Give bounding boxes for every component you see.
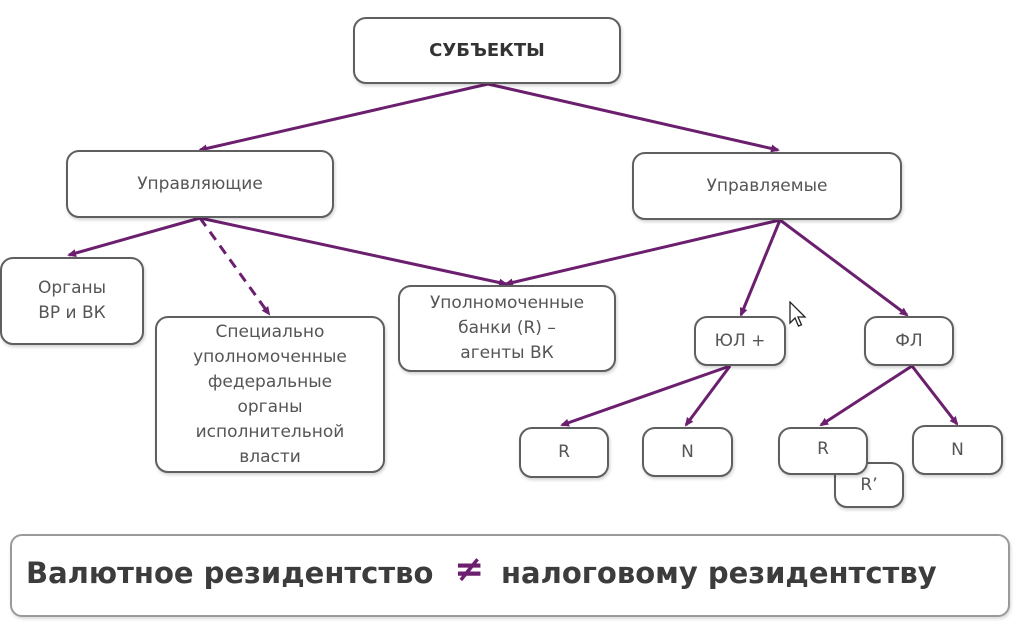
- arrow-managing-to-banks: [199, 216, 508, 287]
- arrow-ul-to-n: [684, 365, 732, 427]
- arrow-managed-to-fl: [779, 218, 909, 317]
- arrow-subjects-to-managed: [487, 82, 780, 153]
- node-legal-entities: ЮЛ +: [694, 316, 786, 366]
- node-fl-resident: R: [778, 427, 868, 475]
- node-ul-nonresident: N: [642, 427, 733, 477]
- node-special-authorities-label: Специально уполномоченные федеральные ор…: [193, 321, 347, 467]
- node-ul-resident-label: R: [558, 442, 570, 462]
- arrow-managed-to-ul: [739, 219, 782, 317]
- node-special-authorities: Специально уполномоченные федеральные ор…: [155, 316, 385, 473]
- node-organs-label: Органы ВР и ВК: [37, 278, 107, 323]
- node-managing-label: Управляющие: [137, 173, 263, 194]
- node-fl-resident-label: R: [817, 439, 829, 459]
- node-subjects: СУБЪЕКТЫ: [353, 17, 621, 84]
- node-legal-entities-label: ЮЛ +: [714, 330, 766, 351]
- arrow-fl-to-n: [910, 365, 959, 426]
- node-fl-nonresident-label: N: [951, 439, 964, 460]
- mouse-cursor-icon: [789, 301, 807, 327]
- node-managed-label: Управляемые: [706, 175, 828, 196]
- arrow-fl-to-r: [819, 364, 913, 427]
- node-fl-resident-prime-label: R’: [860, 474, 878, 495]
- node-managed: Управляемые: [632, 152, 902, 220]
- node-ul-resident: R: [519, 427, 609, 478]
- arrow-ul-to-r: [560, 364, 731, 427]
- arrow-managing-to-organs: [67, 216, 201, 257]
- node-subjects-label: СУБЪЕКТЫ: [429, 40, 545, 61]
- arrow-managing-to-special: [198, 217, 271, 316]
- note-right-text: налоговому резидентству: [501, 556, 937, 590]
- arrow-subjects-to-managing: [198, 82, 489, 153]
- node-fl-nonresident: N: [912, 425, 1003, 475]
- residency-note: Валютное резидентство ≠ налоговому резид…: [10, 534, 1010, 617]
- node-authorized-banks-label: Уполномоченные банки (R) – агенты ВК: [429, 293, 585, 363]
- node-individuals-label: ФЛ: [895, 330, 923, 351]
- node-individuals: ФЛ: [864, 316, 954, 366]
- not-equal-symbol: ≠: [454, 549, 485, 590]
- note-left-text: Валютное резидентство: [26, 556, 434, 590]
- arrow-managed-to-banks: [504, 218, 781, 287]
- node-authorized-banks: Уполномоченные банки (R) – агенты ВК: [398, 285, 616, 372]
- node-ul-nonresident-label: N: [681, 441, 694, 462]
- node-organs: Органы ВР и ВК: [0, 257, 144, 345]
- node-managing: Управляющие: [66, 150, 334, 218]
